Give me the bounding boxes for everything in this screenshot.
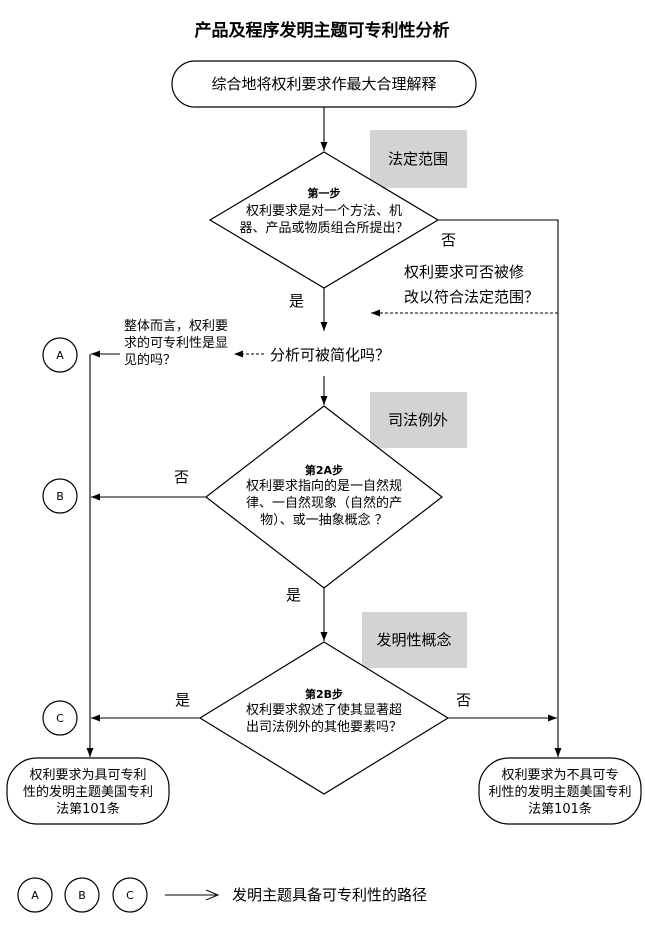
result-eligible-box — [6, 757, 170, 825]
amend-question-line1: 权利要求可否被修 — [404, 263, 524, 281]
legend-circle-b-label: B — [78, 889, 86, 902]
amend-question-line2: 改以符合法定范围？ — [404, 288, 539, 306]
legend-circle-a — [17, 877, 53, 913]
step2b-line1: 权利要求叙述了使其显著超 — [246, 702, 402, 718]
legend-circle-c-label: C — [126, 889, 134, 902]
step1-line2: 器、产品或物质组合所提出？ — [239, 220, 408, 236]
step2b-title: 第2B步 — [305, 687, 343, 701]
step2b-no-label: 否 — [456, 691, 471, 709]
result-ineligible-line1: 权利要求为不具可专 — [501, 767, 618, 783]
circle-c — [42, 700, 78, 736]
step2a-line3: 物）、或一抽象概念 ？ — [260, 512, 388, 528]
step2b-diamond — [198, 641, 450, 795]
result-ineligible-line3: 法第101条 — [528, 801, 592, 817]
step1-no-label: 否 — [441, 231, 456, 249]
circle-a-label: A — [56, 349, 64, 362]
simplify-note-line3: 见的吗？ — [124, 352, 176, 368]
simplify-question: 分析可被简化吗？ — [270, 346, 390, 364]
result-ineligible-line2: 利性的发明主题美国专利 — [488, 784, 631, 800]
arrow-step1-no — [438, 219, 562, 757]
simplify-note-line2: 求的可专利性是显 — [124, 335, 228, 351]
step2a-line1: 权利要求指向的是一自然规 — [246, 478, 402, 494]
step1-line1: 权利要求是对一个方法、机 — [246, 203, 402, 219]
result-ineligible-box — [478, 757, 642, 825]
tag-statutory: 法定范围 — [388, 150, 448, 168]
legend-circle-a-label: A — [31, 889, 39, 902]
start-box-text: 综合地将权利要求作最大合理解释 — [211, 75, 436, 93]
step2a-yes-label: 是 — [286, 586, 301, 604]
result-eligible-line3: 法第101条 — [56, 801, 120, 817]
step2a-line2: 律、一自然现象（自然的产 — [246, 495, 402, 511]
tag-inventive-bg — [362, 612, 467, 668]
legend-circle-c — [112, 877, 148, 913]
result-eligible-line1: 权利要求为具可专利 — [29, 767, 146, 783]
circle-b-label: B — [56, 490, 64, 503]
tag-inventive: 发明性概念 — [376, 631, 451, 649]
step2a-title: 第2A步 — [305, 463, 343, 477]
legend-text: 发明主题具备可专利性的路径 — [232, 886, 427, 904]
step2b-yes-label: 是 — [175, 691, 190, 709]
page-title: 产品及程序发明主题可专利性分析 — [195, 20, 450, 41]
tag-judicial-bg — [370, 392, 467, 448]
result-eligible-line2: 性的发明主题美国专利 — [23, 784, 153, 800]
simplify-note-line1: 整体而言，权利要 — [124, 318, 228, 334]
step2b-line2: 出司法例外的其他要素吗？ — [246, 719, 402, 735]
legend-circle-b — [64, 877, 100, 913]
step2a-no-label: 否 — [174, 468, 189, 486]
tag-judicial: 司法例外 — [388, 411, 448, 429]
circle-c-label: C — [56, 712, 64, 725]
tag-statutory-bg — [370, 130, 467, 188]
circle-a — [42, 337, 78, 373]
step1-yes-label: 是 — [289, 292, 304, 310]
circle-b — [42, 478, 78, 514]
step1-title: 第一步 — [308, 186, 341, 200]
